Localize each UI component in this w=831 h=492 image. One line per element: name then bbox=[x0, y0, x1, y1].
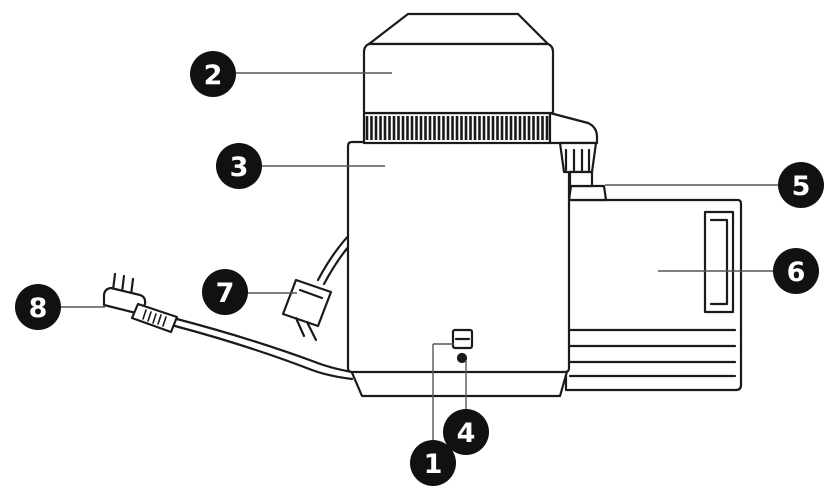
callout-6: 6 bbox=[773, 248, 819, 294]
jug-inlet bbox=[567, 184, 608, 202]
svg-text:3: 3 bbox=[230, 152, 249, 183]
leader-lines bbox=[60, 72, 780, 440]
jug-handle bbox=[703, 210, 735, 314]
callout-7: 7 bbox=[202, 269, 248, 315]
spout bbox=[548, 111, 599, 188]
svg-text:6: 6 bbox=[787, 257, 806, 288]
svg-text:5: 5 bbox=[792, 171, 811, 202]
plug-grip bbox=[142, 309, 167, 327]
svg-text:1: 1 bbox=[424, 449, 443, 480]
svg-text:2: 2 bbox=[204, 60, 223, 91]
callout-8: 8 bbox=[15, 284, 61, 330]
band-ribs bbox=[365, 116, 549, 140]
appliance-connector bbox=[281, 226, 358, 342]
power-switch bbox=[451, 328, 474, 350]
callout-5: 5 bbox=[778, 162, 824, 208]
svg-text:7: 7 bbox=[216, 278, 235, 309]
callout-4: 4 bbox=[443, 409, 489, 455]
top-lid bbox=[362, 12, 555, 115]
svg-text:8: 8 bbox=[29, 293, 48, 324]
callout-3: 3 bbox=[216, 143, 262, 189]
callout-2: 2 bbox=[190, 51, 236, 97]
power-plug bbox=[102, 272, 179, 334]
callout-1: 1 bbox=[410, 440, 456, 486]
power-cord bbox=[171, 316, 354, 381]
collection-jug bbox=[564, 184, 743, 392]
svg-text:4: 4 bbox=[457, 418, 476, 449]
indicator-light bbox=[456, 352, 468, 364]
